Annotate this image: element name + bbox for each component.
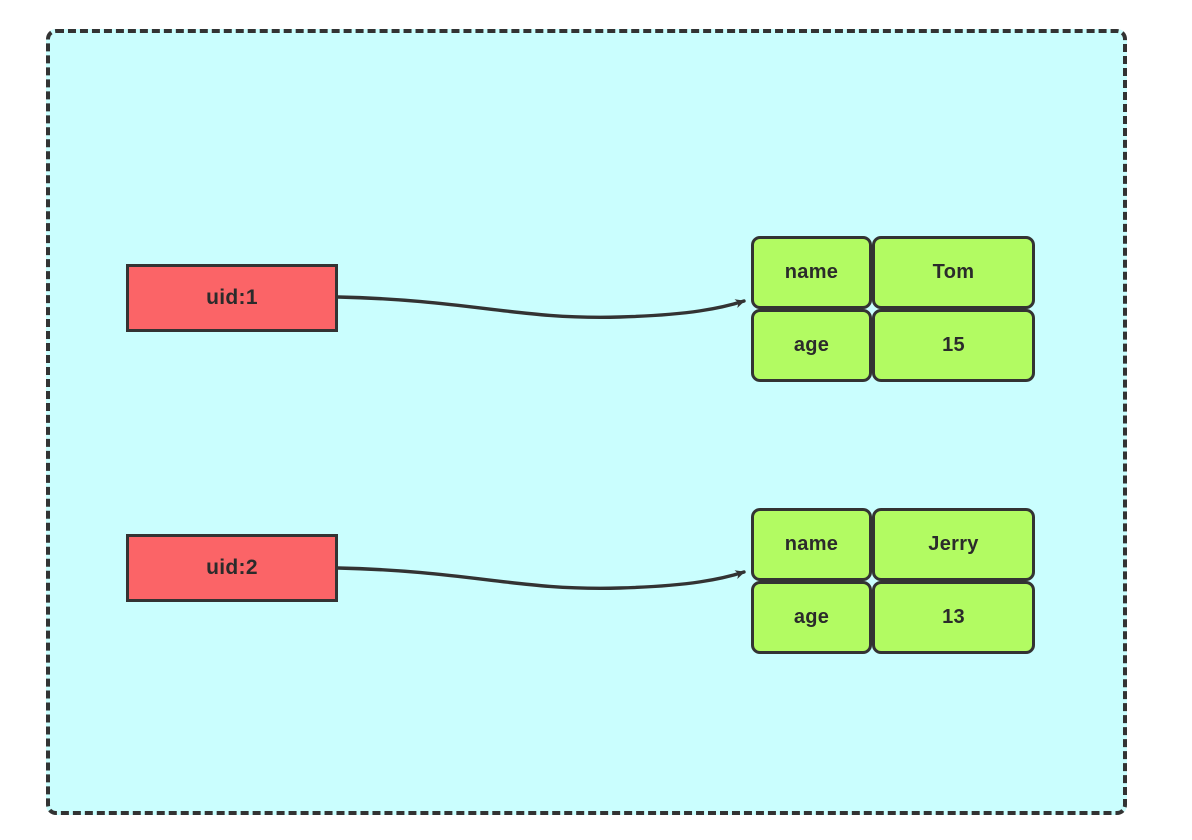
record-node-1-row-1-value[interactable]: 15 bbox=[872, 309, 1035, 382]
uid-node-1[interactable]: uid:1 bbox=[126, 264, 338, 332]
record-node-1[interactable]: name Tom age 15 bbox=[751, 236, 1035, 382]
record-node-2[interactable]: name Jerry age 13 bbox=[751, 508, 1035, 654]
record-node-2-row-1-value-label: 13 bbox=[942, 606, 965, 628]
record-node-1-row-0-value-label: Tom bbox=[932, 261, 975, 283]
record-node-2-row-0-value-label: Jerry bbox=[928, 533, 979, 555]
record-node-2-row-1-key[interactable]: age bbox=[751, 581, 872, 654]
record-node-1-row-0-key[interactable]: name bbox=[751, 236, 872, 309]
record-node-1-row-1-key[interactable]: age bbox=[751, 309, 872, 382]
record-node-1-row-0-key-label: name bbox=[784, 261, 839, 283]
record-node-2-row-0-value[interactable]: Jerry bbox=[872, 508, 1035, 581]
uid-node-2[interactable]: uid:2 bbox=[126, 534, 338, 602]
record-node-2-row-0[interactable]: name Jerry bbox=[751, 508, 1035, 581]
record-node-1-row-1-key-label: age bbox=[793, 334, 830, 356]
record-node-1-row-0[interactable]: name Tom bbox=[751, 236, 1035, 309]
record-node-2-row-1-key-label: age bbox=[793, 606, 830, 628]
record-node-1-row-1[interactable]: age 15 bbox=[751, 309, 1035, 382]
record-node-2-row-1[interactable]: age 13 bbox=[751, 581, 1035, 654]
record-node-1-row-1-value-label: 15 bbox=[942, 334, 965, 356]
record-node-2-row-0-key[interactable]: name bbox=[751, 508, 872, 581]
record-node-2-row-1-value[interactable]: 13 bbox=[872, 581, 1035, 654]
dashed-group-container bbox=[46, 29, 1127, 815]
record-node-2-row-0-key-label: name bbox=[784, 533, 839, 555]
uid-node-1-label: uid:1 bbox=[206, 286, 258, 309]
uid-node-2-label: uid:2 bbox=[206, 556, 258, 579]
record-node-1-row-0-value[interactable]: Tom bbox=[872, 236, 1035, 309]
